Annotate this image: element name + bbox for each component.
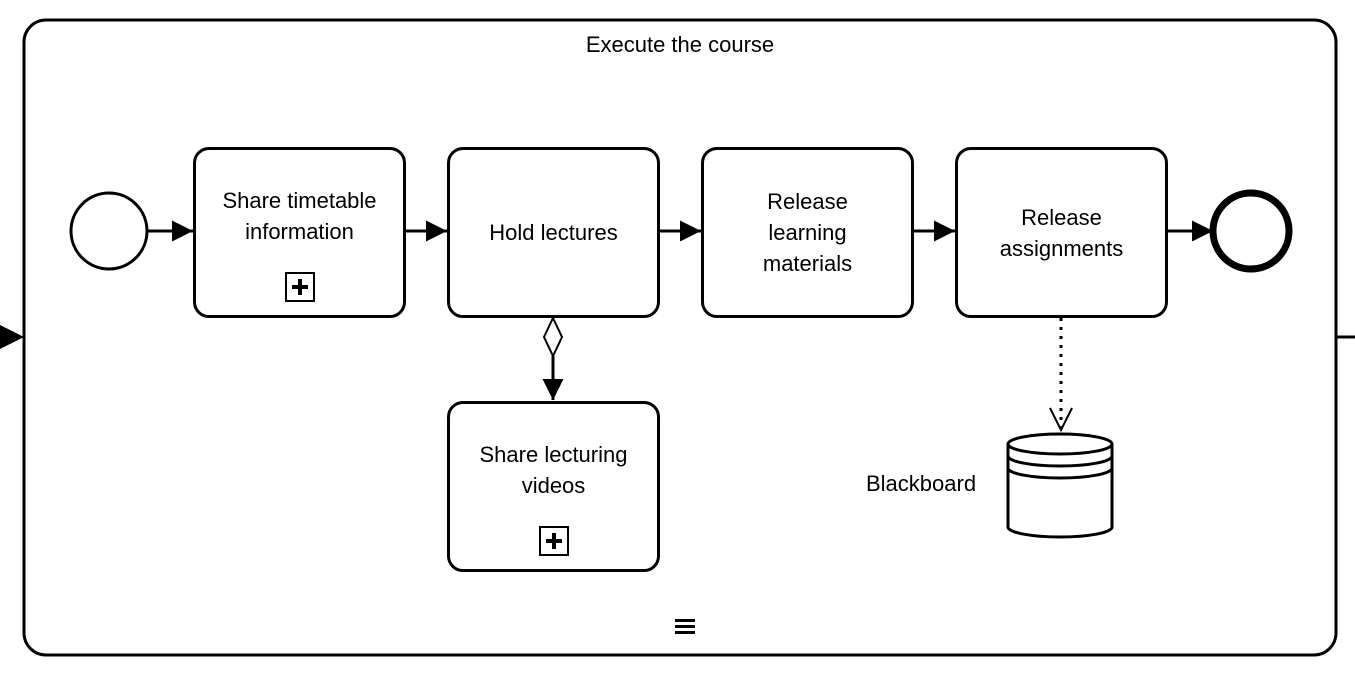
task-label: Share lecturing videos bbox=[479, 441, 628, 498]
task-hold-lectures[interactable]: Hold lectures bbox=[447, 147, 660, 318]
sequential-multi-instance-icon bbox=[675, 619, 695, 634]
incoming-flow-arrowhead bbox=[0, 325, 24, 349]
database-icon[interactable] bbox=[1006, 432, 1114, 539]
task-label: Share timetable information bbox=[222, 187, 377, 244]
start-event[interactable] bbox=[69, 191, 149, 271]
subprocess-title: Execute the course bbox=[585, 32, 775, 57]
expand-plus-icon[interactable] bbox=[284, 272, 315, 302]
expand-plus-icon[interactable] bbox=[538, 526, 569, 556]
aggregation-association[interactable] bbox=[542, 315, 564, 400]
task-share-timetable-information[interactable]: Share timetable information bbox=[193, 147, 406, 318]
task-label: Release assignments bbox=[999, 204, 1124, 261]
task-label: Hold lectures bbox=[489, 220, 618, 245]
task-release-learning-materials[interactable]: Release learning materials bbox=[701, 147, 914, 318]
open-arrowhead-icon bbox=[1049, 407, 1073, 433]
subprocess-container[interactable] bbox=[22, 18, 1338, 657]
data-association[interactable] bbox=[1049, 318, 1073, 433]
task-share-lecturing-videos[interactable]: Share lecturing videos bbox=[447, 401, 660, 572]
task-release-assignments[interactable]: Release assignments bbox=[955, 147, 1168, 318]
end-event[interactable] bbox=[1209, 189, 1293, 273]
task-label: Release learning materials bbox=[762, 189, 853, 276]
data-store-label: Blackboard bbox=[866, 471, 977, 496]
